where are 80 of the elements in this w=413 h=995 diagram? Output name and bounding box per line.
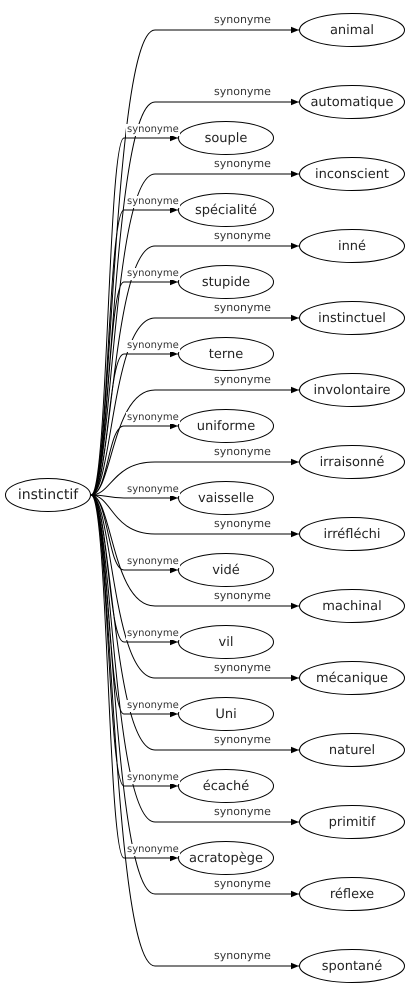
edge-label: synonyme: [213, 518, 272, 530]
word-ellipse: [299, 373, 405, 407]
edge-label: synonyme: [126, 340, 180, 352]
edge-label: synonyme: [126, 268, 180, 280]
node-label: irraisonné: [320, 454, 384, 470]
word-ellipse: [299, 949, 405, 983]
word-ellipse: [5, 478, 91, 512]
edge-label: synonyme: [213, 446, 272, 458]
node-label: machinal: [322, 598, 382, 614]
word-ellipse: [299, 229, 405, 263]
edge-label: synonyme: [213, 158, 272, 170]
word-ellipse: [178, 841, 274, 875]
edge-label: synonyme: [126, 700, 180, 712]
edge-label: synonyme: [213, 878, 272, 890]
edge-label: synonyme: [213, 14, 272, 26]
arrow: [90, 494, 178, 862]
word-ellipse: [299, 877, 405, 911]
edge-label: synonyme: [126, 844, 180, 856]
edge-label: synonyme: [213, 662, 272, 674]
node-label: spontané: [322, 958, 382, 974]
node-label: involontaire: [313, 382, 391, 398]
arrow: [90, 494, 178, 790]
edge-label: synonyme: [126, 772, 180, 784]
edge-label: synonyme: [213, 86, 272, 98]
node-label: souple: [204, 130, 248, 146]
node-label: spécialité: [194, 202, 258, 218]
node-label: vidé: [212, 562, 240, 578]
edge-label: synonyme: [126, 412, 180, 424]
word-ellipse: [299, 85, 405, 119]
edge-label: synonyme: [213, 734, 272, 746]
node-label: vil: [218, 634, 234, 650]
word-ellipse: [178, 625, 274, 659]
word-ellipse: [178, 769, 274, 803]
node-label: primitif: [328, 814, 376, 830]
edge-label: synonyme: [213, 230, 272, 242]
node-label: écaché: [202, 778, 250, 794]
word-ellipse: [178, 193, 274, 227]
word-ellipse: [178, 553, 274, 587]
word-ellipse: [299, 805, 405, 839]
node-label: animal: [330, 22, 374, 38]
node-label: instinctuel: [318, 310, 386, 326]
word-ellipse: [299, 661, 405, 695]
word-ellipse: [299, 13, 405, 47]
word-ellipse: [178, 337, 274, 371]
edge-label: synonyme: [126, 484, 180, 496]
node-label: Uni: [215, 706, 237, 722]
node-label: inconscient: [314, 166, 390, 182]
edge-label: synonyme: [126, 556, 180, 568]
node-label: irréfléchi: [324, 526, 380, 542]
word-ellipse: [178, 481, 274, 515]
word-ellipse: [178, 697, 274, 731]
node-label: réflexe: [330, 886, 374, 902]
node-label: inné: [338, 238, 366, 254]
word-ellipse: [299, 301, 405, 335]
node-label: automatique: [310, 94, 394, 110]
edge-label: synonyme: [213, 374, 272, 386]
node-label: vaisselle: [198, 490, 254, 506]
edge-label: synonyme: [213, 806, 272, 818]
node-label: instinctif: [18, 487, 78, 503]
word-ellipse: [299, 157, 405, 191]
edge-label: synonyme: [213, 950, 272, 962]
node-label: acratopège: [189, 850, 263, 866]
edge-label: synonyme: [213, 590, 272, 602]
word-ellipse: [299, 445, 405, 479]
word-ellipse: [178, 409, 274, 443]
node-label: mécanique: [316, 670, 388, 686]
node-label: uniforme: [196, 418, 256, 434]
word-ellipse: [299, 733, 405, 767]
edge-label: synonyme: [126, 124, 180, 136]
edge-label: synonyme: [126, 628, 180, 640]
edge-label: synonyme: [213, 302, 272, 314]
word-ellipse: [299, 517, 405, 551]
arrow: [90, 134, 178, 496]
node-label: stupide: [202, 274, 250, 290]
edge-label: synonyme: [126, 196, 180, 208]
node-label: naturel: [328, 742, 376, 758]
word-ellipse: [178, 265, 274, 299]
word-ellipse: [299, 589, 405, 623]
node-label: terne: [208, 346, 244, 362]
word-ellipse: [178, 121, 274, 155]
